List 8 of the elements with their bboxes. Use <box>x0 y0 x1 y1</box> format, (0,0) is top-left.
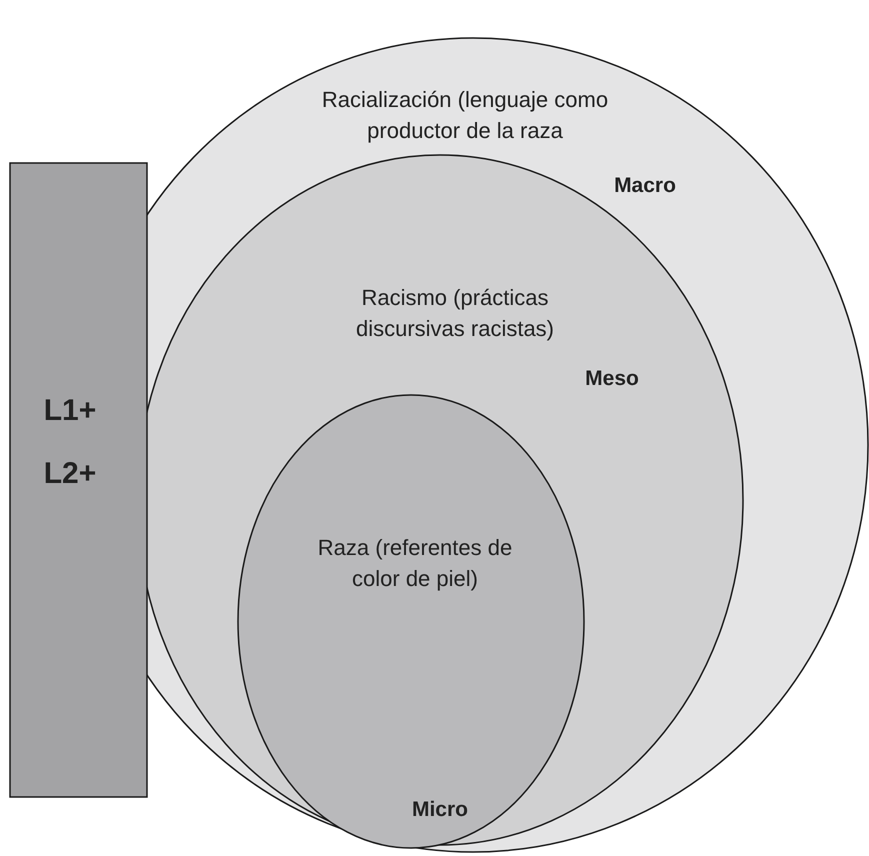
circle-label: Racismo (prácticas discursivas racistas) <box>354 284 556 343</box>
level-label: Micro <box>410 797 469 823</box>
level-label: Meso <box>584 366 640 392</box>
level-label: L1+ <box>42 395 98 426</box>
circle-label: Raza (referentes de color de piel) <box>316 534 514 593</box>
level-label: L2+ <box>42 458 98 489</box>
level-label: Macro <box>613 173 677 199</box>
circle-label: Racialización (lenguaje como productor de la raza <box>320 86 610 145</box>
